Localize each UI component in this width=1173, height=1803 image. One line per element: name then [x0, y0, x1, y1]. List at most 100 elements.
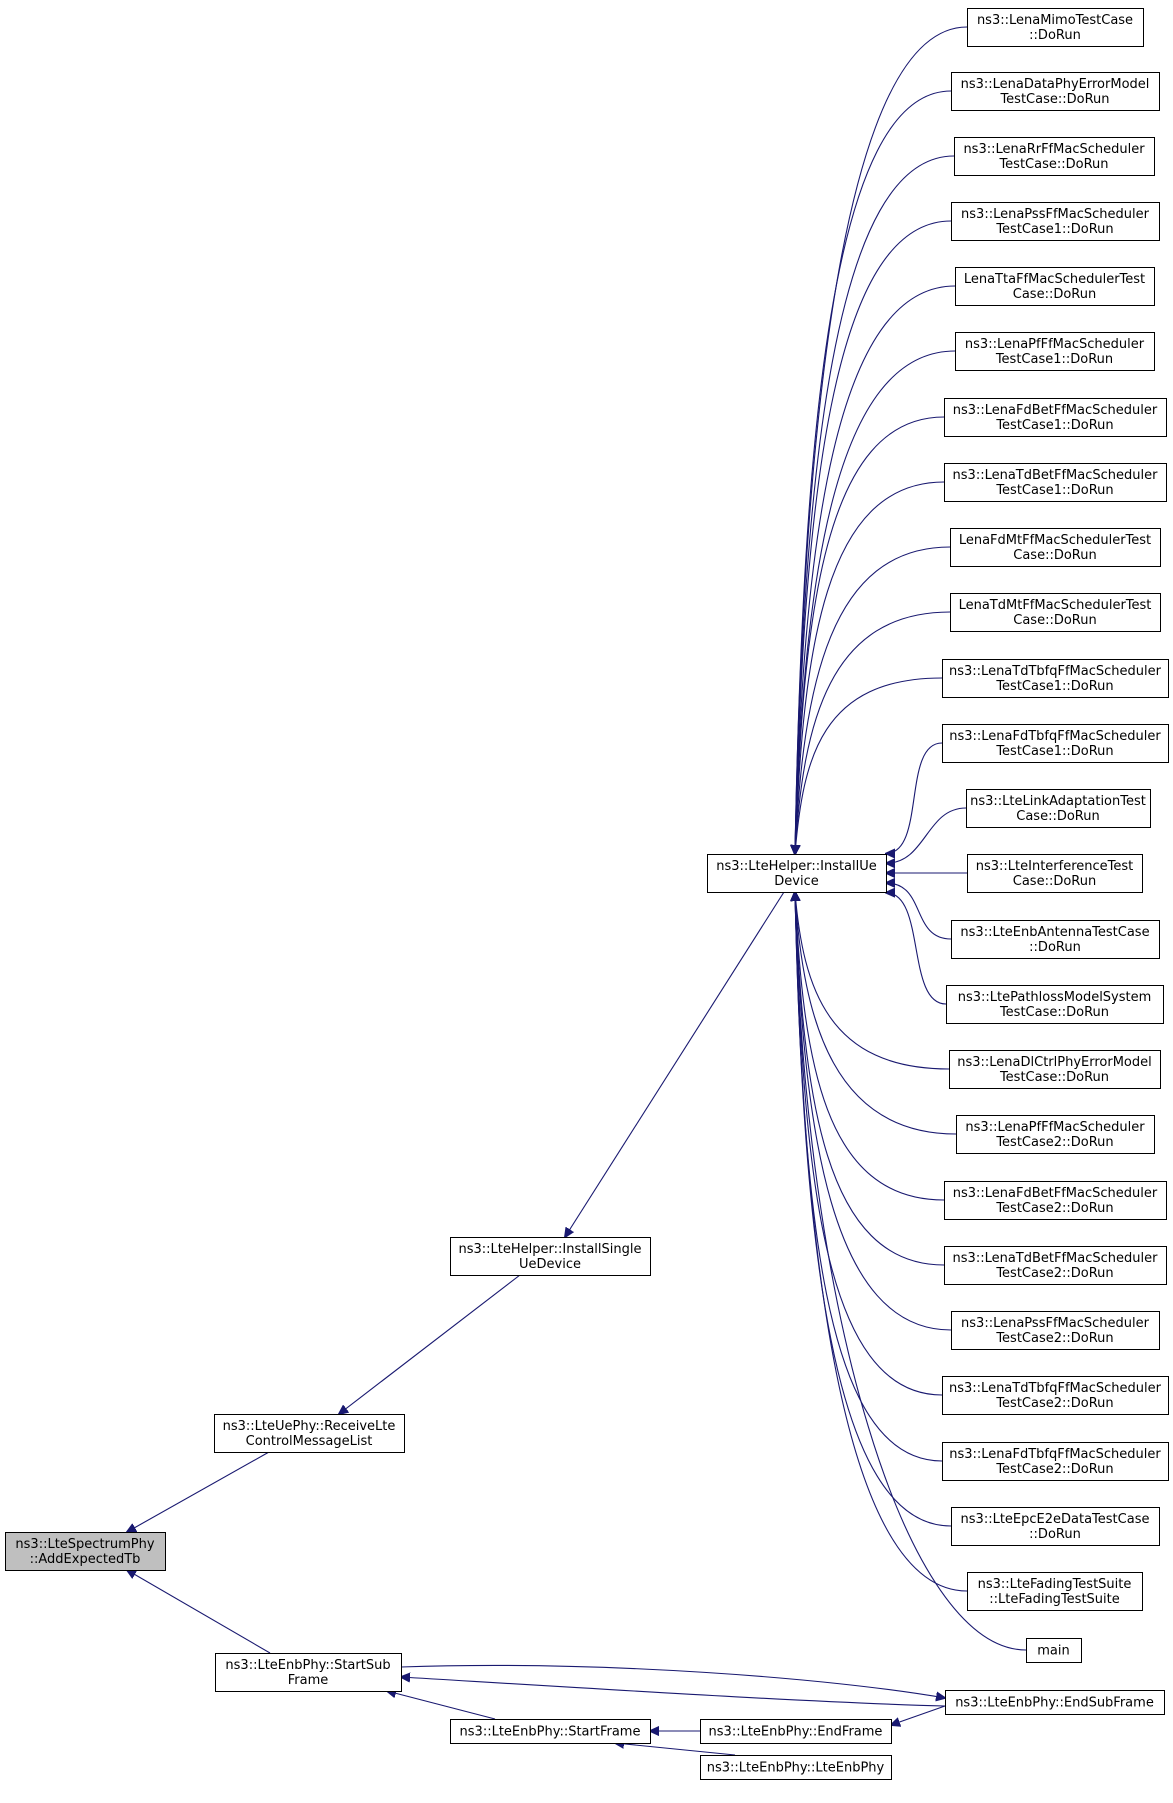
- node-label-line: ::DoRun: [1029, 1527, 1081, 1542]
- edge-uephy-to-root: [127, 1451, 270, 1532]
- node-label-line: ns3::LenaTdTbfqFfMacScheduler: [949, 1381, 1162, 1396]
- node-root[interactable]: ns3::LteSpectrumPhy::AddExpectedTb: [5, 1532, 166, 1571]
- node-label-line: TestCase1::DoRun: [995, 222, 1113, 237]
- edge-c15-to-installue: [886, 883, 952, 940]
- node-box: [951, 72, 1160, 111]
- node-c20[interactable]: ns3::LenaTdBetFfMacSchedulerTestCase2::D…: [944, 1246, 1167, 1285]
- node-label-line: TestCase1::DoRun: [995, 744, 1113, 759]
- node-label-line: ns3::LenaFdBetFfMacScheduler: [953, 403, 1158, 418]
- node-c23[interactable]: ns3::LenaFdTbfqFfMacSchedulerTestCase2::…: [942, 1442, 1169, 1481]
- edge-c01-to-installue: [795, 26, 968, 854]
- edge-c25-to-installue: [795, 892, 968, 1592]
- node-label-line: LenaTtaFfMacSchedulerTest: [964, 272, 1145, 287]
- edge-c02-to-installue: [795, 90, 952, 854]
- node-box: [215, 1653, 402, 1692]
- edge-c12-to-installue: [886, 742, 943, 854]
- node-box: [214, 1414, 405, 1453]
- node-c22[interactable]: ns3::LenaTdTbfqFfMacSchedulerTestCase2::…: [942, 1376, 1169, 1415]
- node-label-line: ns3::LenaPfFfMacScheduler: [965, 337, 1145, 352]
- node-c24[interactable]: ns3::LteEpcE2eDataTestCase::DoRun: [951, 1507, 1160, 1546]
- node-box: [950, 593, 1161, 632]
- node-box: [450, 1719, 651, 1744]
- node-uephy[interactable]: ns3::LteUePhy::ReceiveLteControlMessageL…: [214, 1414, 405, 1453]
- node-lteenbphy[interactable]: ns3::LteEnbPhy::LteEnbPhy: [700, 1755, 892, 1780]
- node-label-line: ::LteFadingTestSuite: [989, 1592, 1120, 1607]
- edge-endsubframe-to-endframe: [891, 1705, 946, 1725]
- node-label-line: ns3::LteEnbPhy::EndSubFrame: [955, 1696, 1154, 1711]
- node-c02[interactable]: ns3::LenaDataPhyErrorModelTestCase::DoRu…: [951, 72, 1160, 111]
- node-c26[interactable]: main: [1026, 1638, 1082, 1663]
- node-label-line: ns3::LenaPssFfMacScheduler: [961, 1316, 1150, 1331]
- node-endsubframe[interactable]: ns3::LteEnbPhy::EndSubFrame: [945, 1690, 1165, 1715]
- node-label-line: ns3::LteEnbPhy::StartSub: [225, 1658, 390, 1673]
- node-c18[interactable]: ns3::LenaPfFfMacSchedulerTestCase2::DoRu…: [956, 1115, 1155, 1154]
- edge-c04-to-installue: [795, 220, 952, 854]
- edge-c23-to-installue: [795, 892, 943, 1462]
- node-box: [951, 1507, 1160, 1546]
- node-c12[interactable]: ns3::LenaFdTbfqFfMacSchedulerTestCase1::…: [942, 724, 1169, 763]
- node-c19[interactable]: ns3::LenaFdBetFfMacSchedulerTestCase2::D…: [944, 1181, 1167, 1220]
- node-c25[interactable]: ns3::LteFadingTestSuite::LteFadingTestSu…: [967, 1572, 1143, 1611]
- node-box: [949, 1050, 1161, 1089]
- node-label-line: ns3::LenaMimoTestCase: [977, 13, 1133, 28]
- edges-layer: [127, 26, 1027, 1756]
- node-startframe[interactable]: ns3::LteEnbPhy::StartFrame: [450, 1719, 651, 1744]
- node-box: [967, 8, 1144, 47]
- node-label-line: ns3::LteUePhy::ReceiveLte: [223, 1419, 396, 1434]
- node-label-line: Case::DoRun: [1013, 874, 1096, 889]
- node-label-line: TestCase1::DoRun: [995, 418, 1113, 433]
- node-label-line: TestCase::DoRun: [999, 1070, 1109, 1085]
- node-c17[interactable]: ns3::LenaDlCtrlPhyErrorModelTestCase::Do…: [949, 1050, 1161, 1089]
- node-c11[interactable]: ns3::LenaTdTbfqFfMacSchedulerTestCase1::…: [942, 659, 1169, 698]
- node-c21[interactable]: ns3::LenaPssFfMacSchedulerTestCase2::DoR…: [951, 1311, 1160, 1350]
- node-label-line: LenaTdMtFfMacSchedulerTest: [959, 598, 1152, 613]
- node-label-line: TestCase2::DoRun: [995, 1331, 1113, 1346]
- node-label-line: ns3::LteFadingTestSuite: [978, 1577, 1132, 1592]
- edge-endsubframe-to-startsub: [401, 1677, 946, 1707]
- node-label-line: TestCase2::DoRun: [995, 1396, 1113, 1411]
- edge-c19-to-installue: [795, 892, 945, 1201]
- node-c08[interactable]: ns3::LenaTdBetFfMacSchedulerTestCase1::D…: [944, 463, 1167, 502]
- edge-c06-to-installue: [795, 350, 956, 854]
- node-box: [700, 1719, 892, 1744]
- edge-c08-to-installue: [795, 481, 945, 854]
- edge-c17-to-installue: [795, 892, 950, 1070]
- edge-c10-to-installue: [795, 611, 951, 854]
- node-endframe[interactable]: ns3::LteEnbPhy::EndFrame: [700, 1719, 892, 1744]
- node-label-line: ::AddExpectedTb: [30, 1552, 141, 1567]
- edge-installue-to-single: [565, 891, 785, 1237]
- edge-c03-to-installue: [795, 155, 955, 854]
- node-label-line: ns3::LteSpectrumPhy: [15, 1537, 154, 1552]
- node-box: [942, 724, 1169, 763]
- node-label-line: ns3::LtePathlossModelSystem: [958, 990, 1152, 1005]
- edge-c21-to-installue: [795, 892, 952, 1331]
- node-label-line: ns3::LteEnbPhy::LteEnbPhy: [707, 1761, 885, 1776]
- node-label-line: ns3::LenaRrFfMacScheduler: [963, 142, 1145, 157]
- edge-c05-to-installue: [795, 285, 956, 854]
- node-label-line: TestCase::DoRun: [999, 92, 1109, 107]
- node-c04[interactable]: ns3::LenaPssFfMacSchedulerTestCase1::DoR…: [951, 202, 1160, 241]
- node-box: [950, 528, 1161, 567]
- node-label-line: TestCase2::DoRun: [995, 1201, 1113, 1216]
- node-box: [944, 398, 1167, 437]
- node-c06[interactable]: ns3::LenaPfFfMacSchedulerTestCase1::DoRu…: [955, 332, 1155, 371]
- node-box: [1026, 1638, 1082, 1663]
- node-c15[interactable]: ns3::LteEnbAntennaTestCase::DoRun: [951, 920, 1160, 959]
- node-box: [951, 202, 1160, 241]
- node-c07[interactable]: ns3::LenaFdBetFfMacSchedulerTestCase1::D…: [944, 398, 1167, 437]
- node-c01[interactable]: ns3::LenaMimoTestCase::DoRun: [967, 8, 1144, 47]
- node-c16[interactable]: ns3::LtePathlossModelSystemTestCase::DoR…: [946, 985, 1164, 1024]
- node-box: [946, 985, 1164, 1024]
- node-label-line: ns3::LteEnbPhy::StartFrame: [460, 1725, 641, 1740]
- node-box: [955, 332, 1155, 371]
- node-label-line: Case::DoRun: [1013, 613, 1096, 628]
